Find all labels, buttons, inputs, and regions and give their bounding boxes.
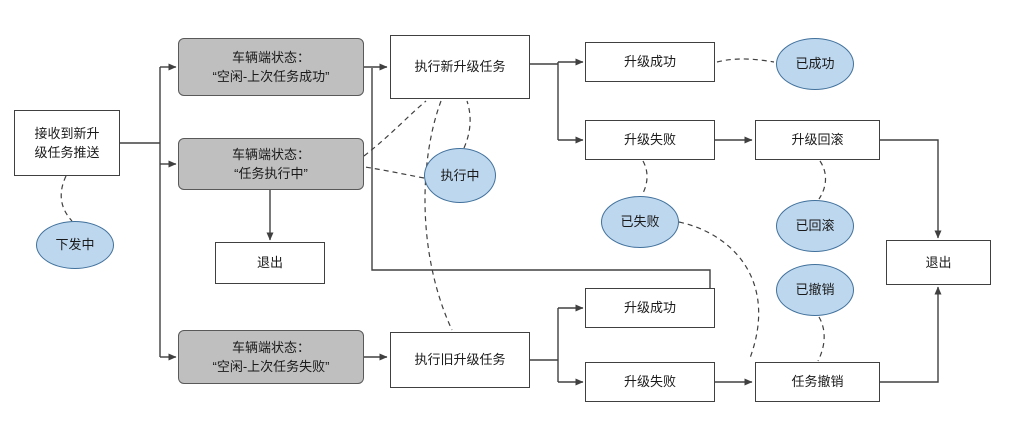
solid-edges [120,58,942,386]
edge-rollback-to-exit [880,139,942,239]
state-revoked: 已撤销 [776,264,854,316]
edge-old-success-loop [371,68,711,288]
node-label: 接收到新升级任务推送 [34,125,100,161]
node-label-line1: 车辆端状态： [231,339,310,355]
edge-exec-old-trunk [530,308,559,382]
node-label: 执行新升级任务 [414,59,506,75]
state-rolled-back: 已回滚 [776,200,854,252]
node-label: 执行旧升级任务 [414,352,506,368]
state-executing: 执行中 [424,148,496,203]
edge-executing-exec-new [463,100,471,149]
edge-revoke-to-exit [880,286,942,383]
node-label-line2: “空闲-上次任务失败” [212,359,330,374]
state-label: 已成功 [795,56,835,72]
node-label: 升级失败 [623,374,676,390]
node-label: 升级回滚 [791,132,844,148]
node-label-line2: “空闲-上次任务成功” [212,69,330,84]
node-exit-middle: 退出 [215,242,325,284]
dashed-edges [60,58,827,362]
state-failed: 已失败 [601,196,679,248]
state-label: 执行中 [440,167,480,183]
edge-fail-failed [641,160,648,196]
edge-executing-box-exec-new [363,100,427,157]
edge-exec-new-exec-old-swoop [424,100,453,331]
node-upgrade-rollback: 升级回滚 [755,120,880,160]
node-upgrade-success-old: 升级成功 [585,288,715,328]
state-label: 下发中 [55,237,95,253]
edge-exec-new-trunk [530,62,559,140]
state-label: 已回滚 [795,218,835,234]
edge-success-succeeded [716,58,775,63]
node-label-line1: 车辆端状态： [231,49,310,65]
node-label: 退出 [925,254,952,270]
edge-receive-trunk [120,67,161,357]
node-exec-old-upgrade-task: 执行旧升级任务 [390,332,530,388]
node-receive-new-task: 接收到新升级任务推送 [14,110,120,176]
node-label-line2: “任务执行中” [234,166,308,181]
node-label-line1: 车辆端状态： [231,146,310,162]
edge-failed-swoop [678,221,760,359]
node-label: 升级失败 [623,132,676,148]
edge-executing-state-box [364,166,425,179]
edge-rollback-rolledback [818,160,827,200]
node-vehicle-state-idle-success: 车辆端状态： “空闲-上次任务成功” [178,38,364,96]
node-exit-right: 退出 [886,240,991,285]
node-upgrade-failed-old: 升级失败 [585,362,715,402]
node-task-revoke: 任务撤销 [755,362,880,402]
node-label: 升级成功 [623,300,676,316]
node-exec-new-upgrade-task: 执行新升级任务 [390,35,530,99]
state-label: 已撤销 [795,282,835,298]
node-label: 任务撤销 [791,374,844,390]
node-label: 退出 [256,255,283,271]
edge-receive-dispatching [60,175,73,222]
node-label: 升级成功 [623,54,676,70]
state-succeeded: 已成功 [776,38,854,90]
node-upgrade-failed-new: 升级失败 [585,120,715,160]
edge-revoked-taskrevoke [817,316,825,362]
node-vehicle-state-task-executing: 车辆端状态： “任务执行中” [178,138,364,190]
state-dispatching: 下发中 [36,221,114,269]
node-upgrade-success-new: 升级成功 [585,42,715,82]
node-vehicle-state-idle-failed: 车辆端状态： “空闲-上次任务失败” [178,330,364,384]
state-label: 已失败 [620,214,660,230]
